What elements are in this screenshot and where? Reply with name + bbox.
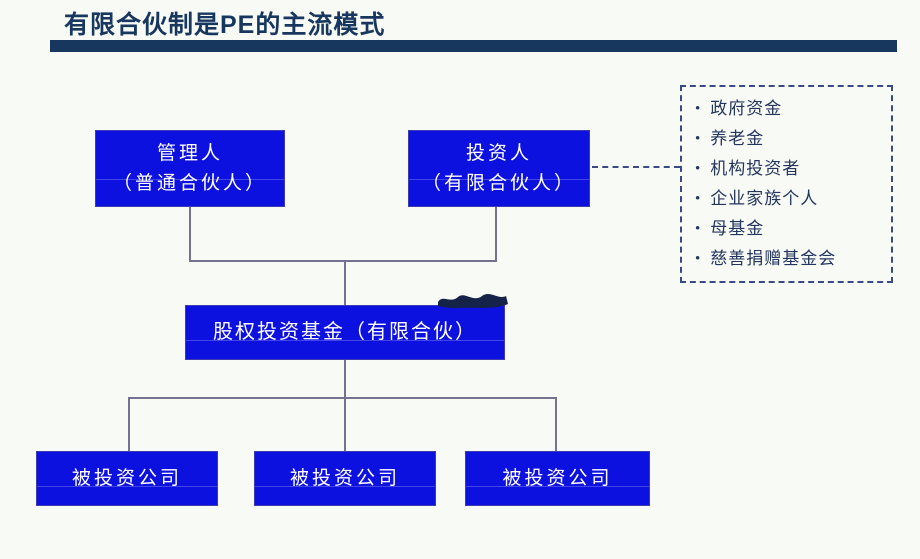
- connector-portfolio3-down: [555, 397, 557, 452]
- source-label: 慈善捐赠基金会: [710, 249, 837, 268]
- ink-smudge-artifact: [438, 294, 508, 308]
- node-investor-line1: 投资人: [465, 143, 532, 165]
- node-fund: 股权投资基金（有限合伙）: [185, 305, 505, 360]
- node-portfolio-company-1: 被投资公司: [36, 451, 218, 506]
- dashed-connector-investor-sources: [592, 166, 680, 168]
- list-item: • 养老金: [695, 124, 887, 154]
- bullet-icon: •: [695, 251, 702, 267]
- node-manager-line1: 管理人: [156, 143, 223, 165]
- connector-into-fund: [344, 260, 346, 306]
- source-label: 机构投资者: [710, 159, 801, 178]
- source-label: 养老金: [710, 129, 765, 148]
- connector-portfolio2-down: [344, 397, 346, 452]
- connector-top-horizontal: [189, 260, 497, 262]
- node-portfolio-company-2: 被投资公司: [254, 451, 436, 506]
- list-item: • 企业家族个人: [695, 184, 887, 214]
- connector-bottom-horizontal: [128, 397, 557, 399]
- node-manager-line2: （普通合伙人）: [112, 172, 267, 194]
- connector-manager-down: [189, 207, 191, 262]
- list-item: • 政府资金: [695, 94, 887, 124]
- node-investor-lp: 投资人 （有限合伙人）: [408, 130, 590, 207]
- source-label: 政府资金: [710, 99, 783, 118]
- node-fund-label: 股权投资基金（有限合伙）: [213, 321, 477, 343]
- node-manager-gp: 管理人 （普通合伙人）: [95, 130, 285, 207]
- node-portfolio3-label: 被投资公司: [502, 467, 613, 489]
- connector-out-of-fund: [344, 360, 346, 398]
- connector-portfolio1-down: [128, 397, 130, 452]
- bullet-icon: •: [695, 101, 702, 117]
- bullet-icon: •: [695, 191, 702, 207]
- bullet-icon: •: [695, 221, 702, 237]
- title-underline-bar: [50, 40, 897, 52]
- node-portfolio2-label: 被投资公司: [289, 467, 400, 489]
- list-item: • 机构投资者: [695, 154, 887, 184]
- list-item: • 母基金: [695, 214, 887, 244]
- node-portfolio-company-3: 被投资公司: [465, 451, 650, 506]
- connector-investor-down: [495, 207, 497, 262]
- bullet-icon: •: [695, 161, 702, 177]
- list-item: • 慈善捐赠基金会: [695, 244, 887, 274]
- node-portfolio1-label: 被投资公司: [71, 467, 182, 489]
- page-title: 有限合伙制是PE的主流模式: [64, 11, 386, 39]
- source-label: 母基金: [710, 219, 765, 238]
- bullet-icon: •: [695, 131, 702, 147]
- node-investor-line2: （有限合伙人）: [421, 172, 576, 194]
- source-label: 企业家族个人: [710, 189, 819, 208]
- investor-sources-box: • 政府资金 • 养老金 • 机构投资者 • 企业家族个人 • 母基金 • 慈善…: [680, 85, 893, 283]
